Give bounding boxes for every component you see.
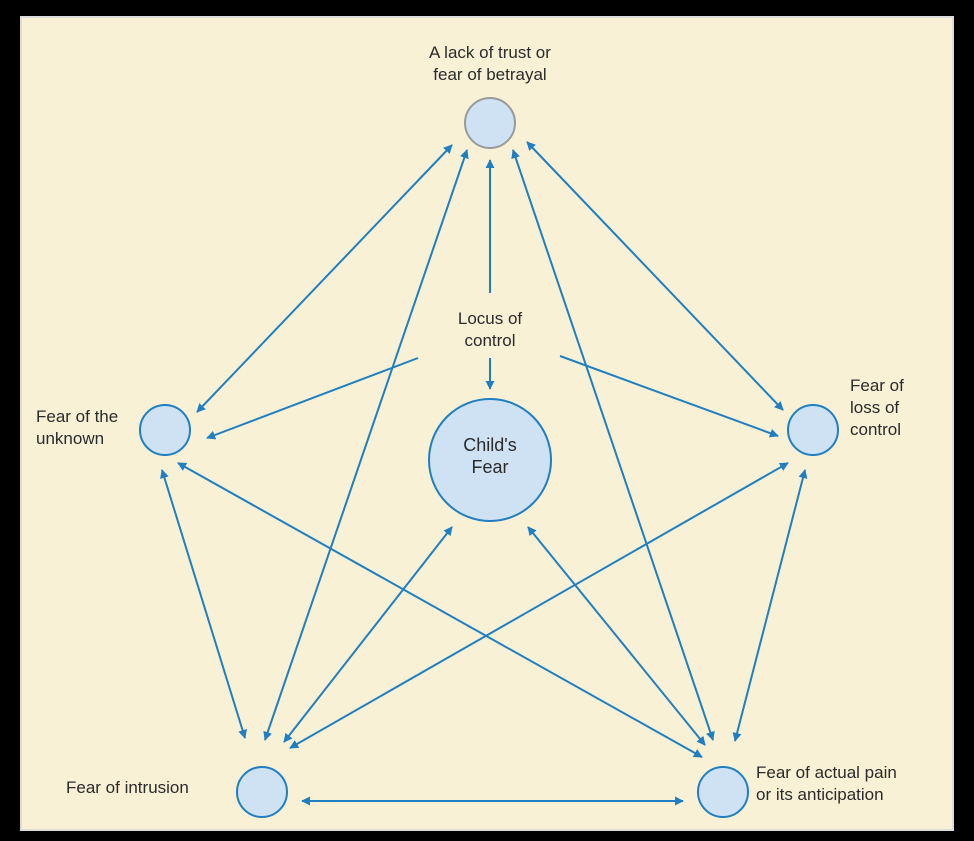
trust-label-line1: A lack of trust or [429,43,551,62]
locus-label-line2: control [464,331,516,350]
locus-label: Locus of control [420,308,560,352]
node-pain-circle [697,766,749,818]
unknown-label: Fear of the unknown [36,406,118,450]
unknown-label-line2: unknown [36,429,105,448]
node-unknown-circle [139,404,191,456]
child-label: Child's Fear [430,434,550,478]
loss-label: Fear of loss of control [850,375,904,441]
pain-label-line1: Fear of actual pain [756,763,897,782]
unknown-label-line1: Fear of the [36,407,119,426]
arrow-child-pain [527,526,706,746]
child-label-line1: Child's [463,435,517,455]
trust-label: A lack of trust or fear of betrayal [380,42,600,86]
loss-label-line2: loss of [850,398,900,417]
node-loss-circle [787,404,839,456]
arrow-loss-intrusion [289,462,789,749]
loss-label-line3: control [850,420,902,439]
node-intrusion-circle [236,766,288,818]
intrusion-label-line1: Fear of intrusion [66,778,189,797]
node-trust-circle [464,97,516,149]
intrusion-label: Fear of intrusion [66,777,189,799]
arrow-unknown-pain [177,462,703,758]
arrow-locus-loss [559,355,779,438]
pain-label: Fear of actual pain or its anticipation [756,762,897,806]
arrow-unknown-intrusion [160,469,247,739]
trust-label-line2: fear of betrayal [433,65,547,84]
node-child-circle [428,398,552,522]
loss-label-line1: Fear of [850,376,904,395]
pain-label-line2: or its anticipation [756,785,884,804]
arrow-child-intrusion [283,526,453,743]
arrow-locus-unknown [206,357,419,440]
arrow-trust-unknown [196,144,453,413]
locus-label-line1: Locus of [457,309,523,328]
child-label-line2: Fear [471,457,509,477]
arrow-trust-loss [526,141,784,411]
arrow-loss-pain [732,469,808,742]
